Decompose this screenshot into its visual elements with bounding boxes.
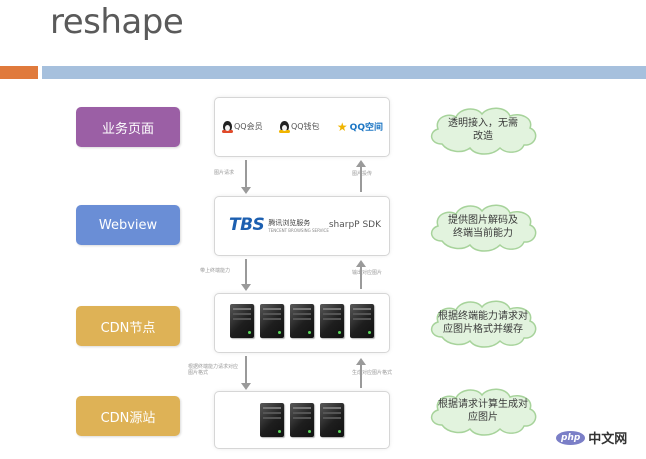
tbs-subtitle: 腾讯浏览服务 TENCENT BROWSING SERVICE — [268, 218, 329, 233]
arrow-up-3 — [356, 358, 366, 388]
watermark: php 中文网 — [556, 428, 627, 447]
note-text-4: 根据请求计算生成对 应图片 — [438, 399, 528, 423]
cdn-origin-servers — [215, 403, 389, 437]
webview-panel: TBS 腾讯浏览服务 TENCENT BROWSING SERVICE shar… — [214, 196, 390, 256]
cloud-icon — [430, 107, 537, 155]
watermark-text: 中文网 — [588, 432, 628, 447]
arrow-label-output: 输出对应图片 — [352, 270, 383, 276]
cloud-icon — [430, 204, 537, 252]
php-logo-icon: php — [556, 430, 586, 445]
layer-label-business: 业务页面 — [76, 107, 180, 147]
server-icon — [320, 304, 344, 338]
business-panel: QQ会员 QQ钱包 ★ QQ空间 — [214, 97, 390, 157]
layer-label-cdn-node: CDN节点 — [76, 306, 180, 346]
arrow-label-format-request: 根据终端能力请求对应图片格式 — [188, 364, 239, 376]
note-cloud-4: 根据请求计算生成对 应图片 — [424, 385, 542, 437]
note-cloud-3: 根据终端能力请求对 应图片格式并缓存 — [424, 297, 542, 349]
arrow-down-1 — [241, 160, 251, 194]
server-icon — [260, 304, 284, 338]
arrow-down-2 — [241, 259, 251, 291]
tbs-english: TENCENT BROWSING SERVICE — [268, 227, 329, 233]
arrow-down-3 — [241, 356, 251, 390]
qq-penguin-icon — [278, 121, 290, 133]
accent-bar-orange — [0, 66, 38, 79]
cdn-node-panel — [214, 293, 390, 353]
note-text-3: 根据终端能力请求对 应图片格式并缓存 — [438, 311, 528, 335]
sharpp-sdk-label: sharpP SDK — [328, 220, 382, 230]
qq-penguin-icon — [222, 121, 233, 133]
layer-label-webview: Webview — [76, 205, 180, 245]
arrow-up-2 — [356, 260, 366, 289]
qq-member-text: QQ会员 — [234, 122, 263, 131]
qq-products-row: QQ会员 QQ钱包 ★ QQ空间 — [222, 119, 383, 134]
qq-wallet-text: QQ钱包 — [290, 122, 320, 131]
arrow-label-generate: 生成对应图片格式 — [352, 370, 393, 376]
cloud-icon — [430, 388, 537, 436]
note-text-2: 提供图片解码及 终端当前能力 — [448, 215, 518, 239]
qq-space-logo: ★ QQ空间 — [336, 119, 383, 134]
tbs-row: TBS 腾讯浏览服务 TENCENT BROWSING SERVICE shar… — [229, 215, 381, 235]
server-icon — [260, 403, 284, 437]
star-icon: ★ — [336, 119, 348, 134]
page-title: reshape — [50, 2, 184, 42]
server-icon — [230, 304, 254, 338]
qq-wallet-logo: QQ钱包 — [278, 121, 320, 133]
layer-label-cdn-origin: CDN源站 — [76, 396, 180, 436]
cloud-icon — [430, 300, 537, 348]
cdn-node-servers — [215, 304, 389, 338]
qq-member-logo: QQ会员 — [222, 121, 263, 133]
cdn-origin-panel — [214, 391, 390, 449]
tbs-name: 腾讯浏览服务 — [268, 218, 311, 227]
server-icon — [290, 403, 314, 437]
server-icon — [350, 304, 374, 338]
arrow-label-request: 图片请求 — [214, 170, 235, 176]
note-text-1: 透明接入，无需 改造 — [448, 118, 518, 142]
arrow-label-response: 图片投传 — [352, 171, 373, 177]
server-icon — [320, 403, 344, 437]
arrow-label-capability: 带上终端能力 — [200, 268, 231, 274]
qq-space-text: QQ空间 — [349, 123, 383, 133]
tbs-logo: TBS — [229, 215, 265, 235]
arrow-up-1 — [356, 160, 366, 192]
note-cloud-1: 透明接入，无需 改造 — [424, 104, 542, 156]
accent-bar-blue — [42, 66, 646, 79]
server-icon — [290, 304, 314, 338]
note-cloud-2: 提供图片解码及 终端当前能力 — [424, 201, 542, 253]
